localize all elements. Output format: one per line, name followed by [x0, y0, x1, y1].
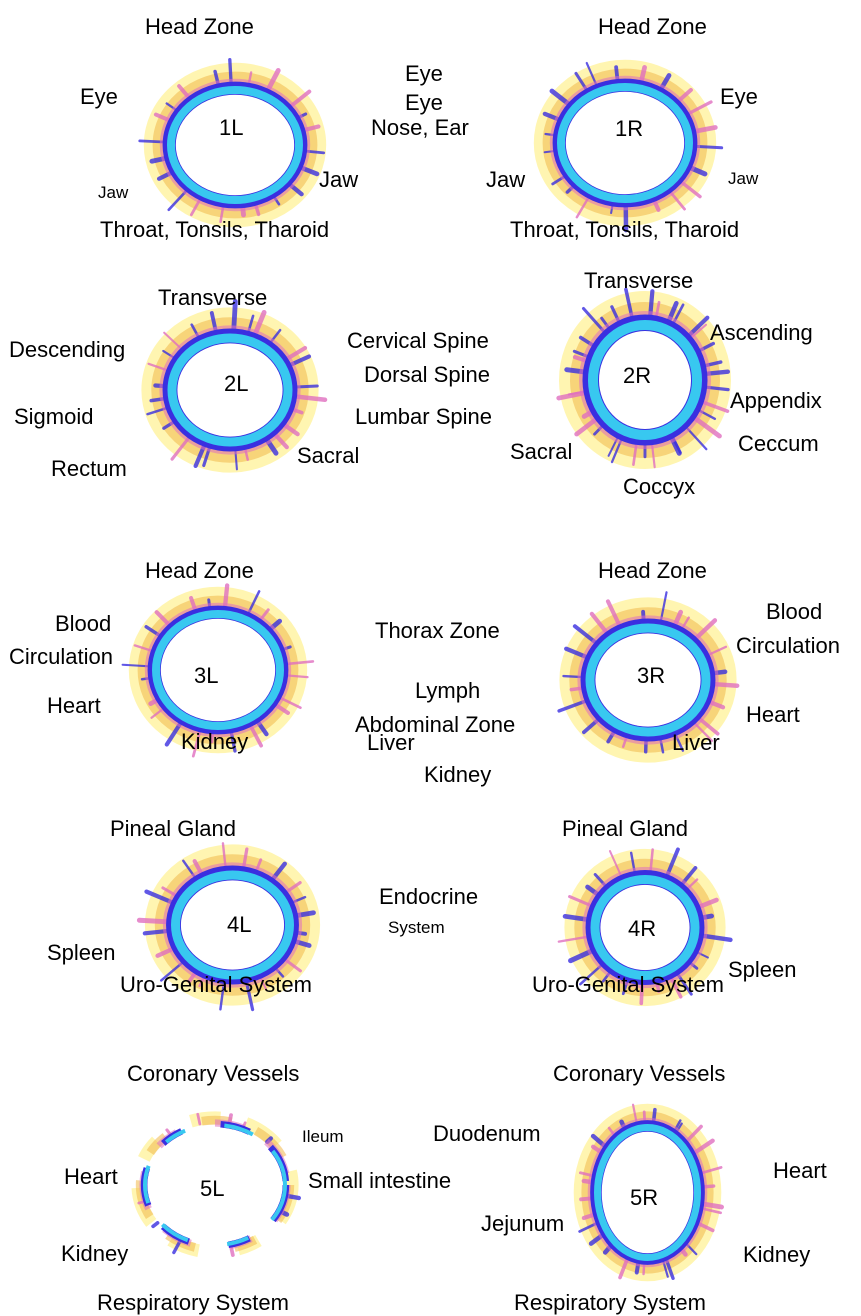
label-5R-jejunum: Jejunum — [481, 1213, 564, 1235]
label-5L-ileum: Ileum — [302, 1128, 344, 1145]
label-1R-jaw-left: Jaw — [486, 169, 525, 191]
label-1R-head-zone: Head Zone — [598, 16, 707, 38]
label-3R-center: 3R — [637, 665, 665, 687]
label-3R-heart: Heart — [746, 704, 800, 726]
label-4R-pineal-gland: Pineal Gland — [562, 818, 688, 840]
label-mid-nose-ear: Nose, Ear — [371, 117, 469, 139]
label-2R-coccyx: Coccyx — [623, 476, 695, 498]
label-5R-center: 5R — [630, 1187, 658, 1209]
label-5R-duodenum: Duodenum — [433, 1123, 541, 1145]
label-3L-kidney: Kidney — [181, 731, 248, 753]
label-5L-kidney: Kidney — [61, 1243, 128, 1265]
ring-1L — [130, 50, 340, 240]
label-mid-endocrine: Endocrine — [379, 886, 478, 908]
label-1L-center: 1L — [219, 117, 243, 139]
label-mid-eye-1: Eye — [405, 63, 443, 85]
label-2L-descending: Descending — [9, 339, 125, 361]
label-2L-sacral: Sacral — [297, 445, 359, 467]
ring-1R — [520, 48, 730, 238]
label-mid-thorax-zone: Thorax Zone — [375, 620, 500, 642]
label-1R-eye: Eye — [720, 86, 758, 108]
label-2L-sigmoid: Sigmoid — [14, 406, 93, 428]
label-4R-center: 4R — [628, 918, 656, 940]
label-5R-coronary-vessels: Coronary Vessels — [553, 1063, 725, 1085]
label-mid-lymph: Lymph — [415, 680, 480, 702]
label-2R-ceccum: Ceccum — [738, 433, 819, 455]
label-5L-coronary-vessels: Coronary Vessels — [127, 1063, 299, 1085]
label-mid-dorsal-spine: Dorsal Spine — [364, 364, 490, 386]
label-4L-center: 4L — [227, 914, 251, 936]
label-5R-respiratory: Respiratory System — [514, 1292, 706, 1314]
label-2R-sacral: Sacral — [510, 441, 572, 463]
label-2R-transverse: Transverse — [584, 270, 693, 292]
label-2R-center: 2R — [623, 365, 651, 387]
label-5R-kidney: Kidney — [743, 1244, 810, 1266]
label-4R-uro-genital: Uro-Genital System — [532, 974, 724, 996]
label-2L-rectum: Rectum — [51, 458, 127, 480]
label-mid-liver: Liver — [367, 732, 415, 754]
label-3R-liver: Liver — [672, 732, 720, 754]
label-3L-head-zone: Head Zone — [145, 560, 254, 582]
label-2L-transverse: Transverse — [158, 287, 267, 309]
label-3R-blood: Blood — [766, 601, 822, 623]
label-5L-small-intestine: Small intestine — [308, 1170, 451, 1192]
label-1R-throat: Throat, Tonsils, Tharoid — [510, 219, 739, 241]
label-1R-jaw-right: Jaw — [728, 170, 758, 187]
label-4L-spleen: Spleen — [47, 942, 116, 964]
label-mid-system: System — [388, 919, 445, 936]
label-2R-ascending: Ascending — [710, 322, 813, 344]
label-4R-spleen: Spleen — [728, 959, 797, 981]
label-3L-blood: Blood — [55, 613, 111, 635]
label-1L-jaw-right: Jaw — [319, 169, 358, 191]
label-3L-heart: Heart — [47, 695, 101, 717]
label-5L-respiratory: Respiratory System — [97, 1292, 289, 1314]
label-2R-appendix: Appendix — [730, 390, 822, 412]
label-mid-lumbar-spine: Lumbar Spine — [355, 406, 492, 428]
label-4L-uro-genital: Uro-Genital System — [120, 974, 312, 996]
label-3L-circulation: Circulation — [9, 646, 113, 668]
label-mid-cervical-spine: Cervical Spine — [347, 330, 489, 352]
label-3R-circulation: Circulation — [736, 635, 840, 657]
label-4L-pineal-gland: Pineal Gland — [110, 818, 236, 840]
label-3L-center: 3L — [194, 665, 218, 687]
label-1L-head-zone: Head Zone — [145, 16, 254, 38]
label-5L-center: 5L — [200, 1178, 224, 1200]
label-5R-heart: Heart — [773, 1160, 827, 1182]
label-5L-heart: Heart — [64, 1166, 118, 1188]
label-1L-throat: Throat, Tonsils, Tharoid — [100, 219, 329, 241]
label-3R-head-zone: Head Zone — [598, 560, 707, 582]
label-mid-kidney: Kidney — [424, 764, 491, 786]
label-1L-eye: Eye — [80, 86, 118, 108]
label-mid-eye-2: Eye — [405, 92, 443, 114]
label-1L-jaw-left: Jaw — [98, 184, 128, 201]
label-2L-center: 2L — [224, 373, 248, 395]
label-1R-center: 1R — [615, 118, 643, 140]
